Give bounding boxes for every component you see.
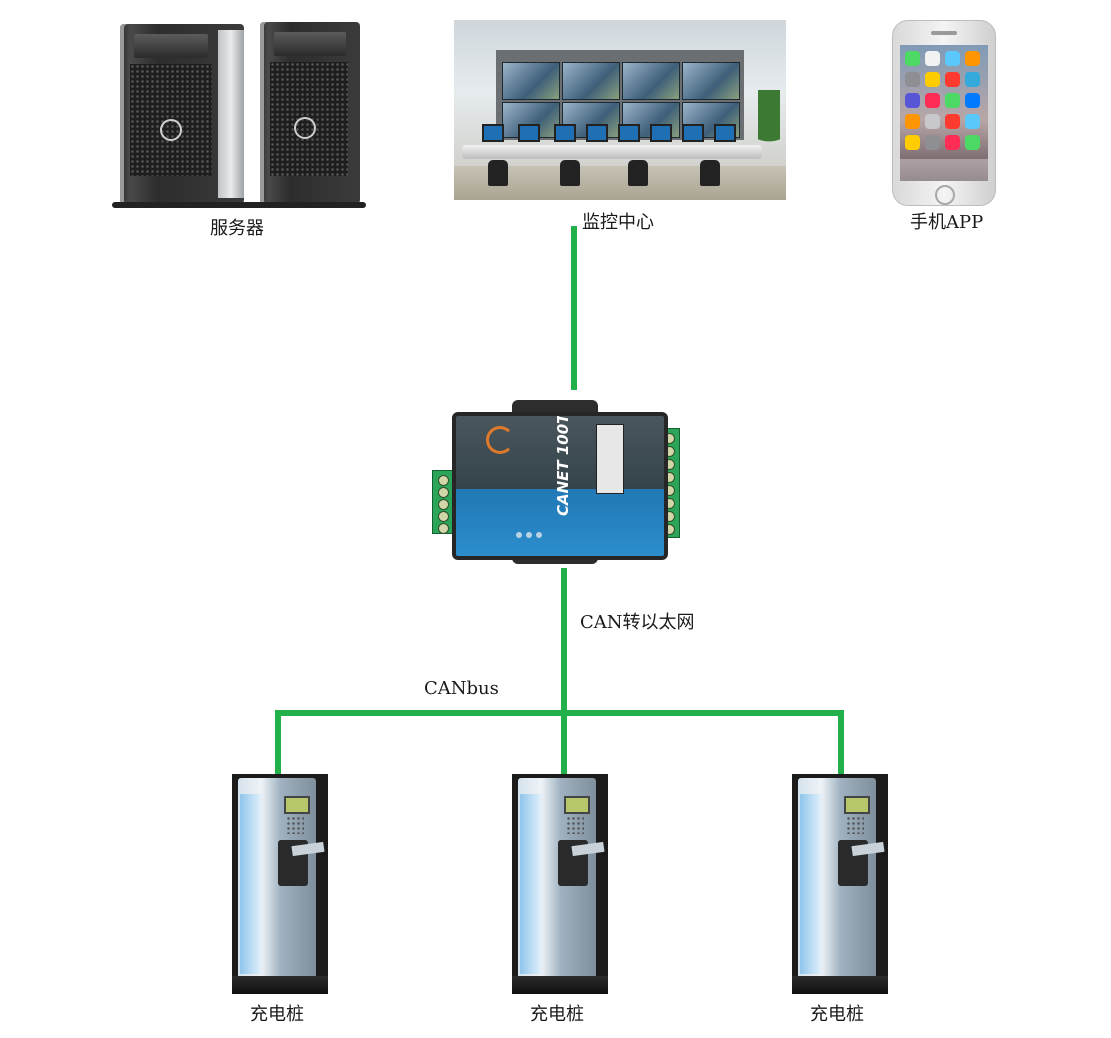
canbus-trunk	[275, 710, 844, 716]
charging-pile-icon	[512, 774, 608, 994]
server-tower-icon	[112, 20, 368, 210]
server-tower-left	[120, 24, 244, 204]
mobile-app-label: 手机APP	[910, 212, 984, 233]
bus-drop-right	[838, 710, 844, 778]
canbus-label: CANbus	[424, 678, 499, 699]
link-monitor-to-gateway	[571, 226, 577, 390]
server-label: 服务器	[210, 218, 264, 239]
server-tower-right	[260, 22, 360, 204]
charger-label-1: 充电桩	[250, 1004, 304, 1025]
gateway-label: CAN转以太网	[580, 612, 695, 633]
charging-pile-icon	[232, 774, 328, 994]
monitor-center-label: 监控中心	[582, 212, 654, 233]
charger-label-2: 充电桩	[530, 1004, 584, 1025]
monitoring-room-icon	[454, 20, 786, 200]
gateway-device-text: CANET 100T	[554, 413, 572, 516]
bus-drop-left	[275, 710, 281, 778]
link-gateway-to-bus	[561, 568, 567, 778]
smartphone-icon	[892, 20, 996, 206]
charging-pile-icon	[792, 774, 888, 994]
charger-label-3: 充电桩	[810, 1004, 864, 1025]
